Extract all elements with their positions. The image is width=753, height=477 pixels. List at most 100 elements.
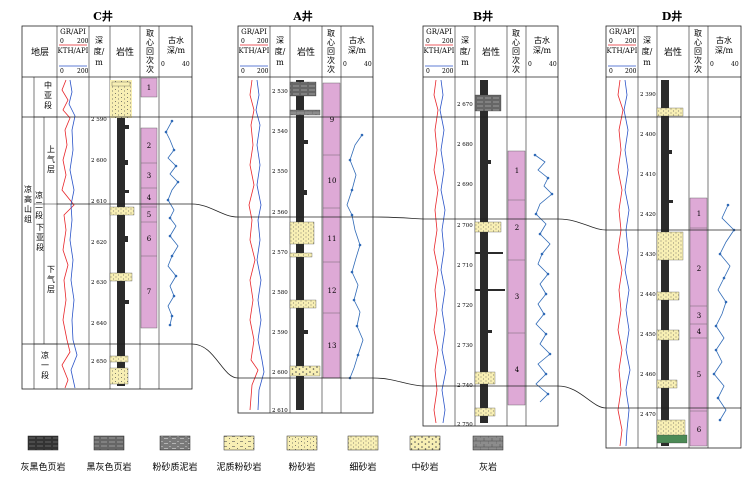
strat-label: 山 xyxy=(24,204,32,214)
paleo-depth-points xyxy=(533,153,554,396)
strat-label: 二 xyxy=(35,201,43,210)
depth-header: 度/ xyxy=(642,46,653,56)
depth-tick: 2 590 xyxy=(272,330,288,336)
legend-label: 中砂岩 xyxy=(411,461,438,473)
depth-tick: 2 420 xyxy=(640,212,656,218)
depth-tick: 2 450 xyxy=(640,332,656,338)
depth-header: m xyxy=(276,58,284,67)
legend-item-silty-mudstone: 粉砂质泥岩 xyxy=(152,435,198,473)
scale-label: 200 xyxy=(77,68,89,75)
core-number: 2 xyxy=(515,224,519,232)
well-name: A井 xyxy=(292,9,313,23)
paleo-header: 深/m xyxy=(348,46,367,55)
lithology-log xyxy=(656,80,688,446)
strat-label: 亚 xyxy=(36,233,44,242)
depth-tick: 2 750 xyxy=(457,422,473,428)
depth-tick: 2 650 xyxy=(91,359,107,365)
core-number: 6 xyxy=(697,426,702,434)
kth-header: KTH/API xyxy=(607,47,638,55)
scale-label: 0 xyxy=(528,61,532,68)
strat-label: 层 xyxy=(47,285,55,294)
depth-header: 深 xyxy=(643,36,651,45)
depth-tick: 2 730 xyxy=(457,343,473,349)
core-header: 次 xyxy=(512,55,520,65)
core-number: 13 xyxy=(328,342,337,350)
paleo-header: 古水 xyxy=(716,35,732,45)
depth-tick: 2 690 xyxy=(457,182,473,188)
core-column: 9 10 11 12 13 xyxy=(322,82,341,379)
depth-tick: 2 710 xyxy=(457,263,473,269)
core-number: 5 xyxy=(147,211,151,219)
depth-tick: 2 590 xyxy=(91,117,107,123)
depth-tick: 2 540 xyxy=(272,129,288,135)
core-header: 次 xyxy=(327,64,335,74)
paleo-depth-points xyxy=(712,203,736,422)
depth-tick: 2 640 xyxy=(91,321,107,327)
paleo-header: 古水 xyxy=(349,35,365,45)
core-header: 心 xyxy=(327,38,335,47)
depth-tick: 2 610 xyxy=(91,199,107,205)
legend-label: 黑灰色页岩 xyxy=(86,461,131,473)
paleo-header: 深/m xyxy=(715,46,734,55)
scale-label: 0 xyxy=(609,38,613,45)
core-number: 7 xyxy=(147,288,151,296)
strat-label: 段 xyxy=(35,210,43,220)
depth-header: 度/ xyxy=(94,46,105,56)
core-number: 5 xyxy=(697,371,701,379)
strat-label: 气 xyxy=(47,154,55,164)
scale-label: 0 xyxy=(426,38,430,45)
legend-item-siltstone: 粉砂岩 xyxy=(286,435,318,473)
lithology-header: 岩性 xyxy=(297,46,315,58)
strat-label: 亚 xyxy=(44,91,52,100)
depth-tick: 2 620 xyxy=(91,240,107,246)
scale-label: 40 xyxy=(549,61,557,68)
legend-item-medium-sandstone: 中砂岩 xyxy=(409,435,441,473)
kth-curve xyxy=(255,79,265,411)
paleo-header: 古水 xyxy=(168,35,184,45)
scale-label: 0 xyxy=(60,38,64,45)
core-number: 3 xyxy=(697,312,701,320)
core-number: 4 xyxy=(515,366,520,374)
depth-tick: 2 440 xyxy=(640,292,656,298)
scale-label: 0 xyxy=(343,61,347,68)
core-number: 1 xyxy=(515,167,519,175)
core-number: 2 xyxy=(147,142,151,150)
depth-tick: 2 610 xyxy=(272,408,288,414)
depth-tick: 2 580 xyxy=(272,290,288,296)
core-header: 次 xyxy=(694,55,702,65)
core-header: 回 xyxy=(146,47,154,56)
depth-tick: 2 680 xyxy=(457,142,473,148)
core-header: 取 xyxy=(512,29,520,38)
core-header: 回 xyxy=(512,47,520,56)
strat-label: 中 xyxy=(44,80,52,90)
kth-header: KTH/API xyxy=(424,47,455,55)
core-number: 4 xyxy=(697,328,702,336)
paleo-depth-points xyxy=(164,119,180,327)
depth-tick: 2 400 xyxy=(640,132,656,138)
scale-label: 0 xyxy=(710,61,714,68)
legend-label: 粉砂质泥岩 xyxy=(152,461,197,473)
legend-label: 灰黑色页岩 xyxy=(20,461,65,473)
paleo-header: 深/m xyxy=(533,46,552,55)
core-number: 3 xyxy=(147,172,151,180)
gr-curve xyxy=(433,79,439,424)
strat-label: 高 xyxy=(24,194,32,204)
core-number: 1 xyxy=(147,84,151,92)
depth-tick: 2 720 xyxy=(457,303,473,309)
well-d: D井 GR/API 0 200 KTH/API 0 200 深 度/ m 岩性 … xyxy=(605,9,742,449)
core-header: 心 xyxy=(512,38,520,47)
kth-curve xyxy=(68,79,78,389)
lithology-header: 岩性 xyxy=(482,46,500,58)
strat-label: 凉 xyxy=(35,190,43,200)
strat-label: 层 xyxy=(47,165,55,174)
stratum-header: 地层 xyxy=(31,46,49,58)
scale-label: 0 xyxy=(161,61,165,68)
correlation-lines xyxy=(22,116,741,409)
scale-label: 0 xyxy=(241,68,245,75)
core-number: 12 xyxy=(328,287,337,295)
legend-label: 灰岩 xyxy=(479,461,497,473)
strat-label: 下 xyxy=(47,265,55,274)
well-c: C井 地层 GR/API 0 200 KTH/API 0 200 深 度/ m … xyxy=(21,9,193,390)
scale-label: 200 xyxy=(442,38,454,45)
legend-label: 粉砂岩 xyxy=(288,461,315,473)
